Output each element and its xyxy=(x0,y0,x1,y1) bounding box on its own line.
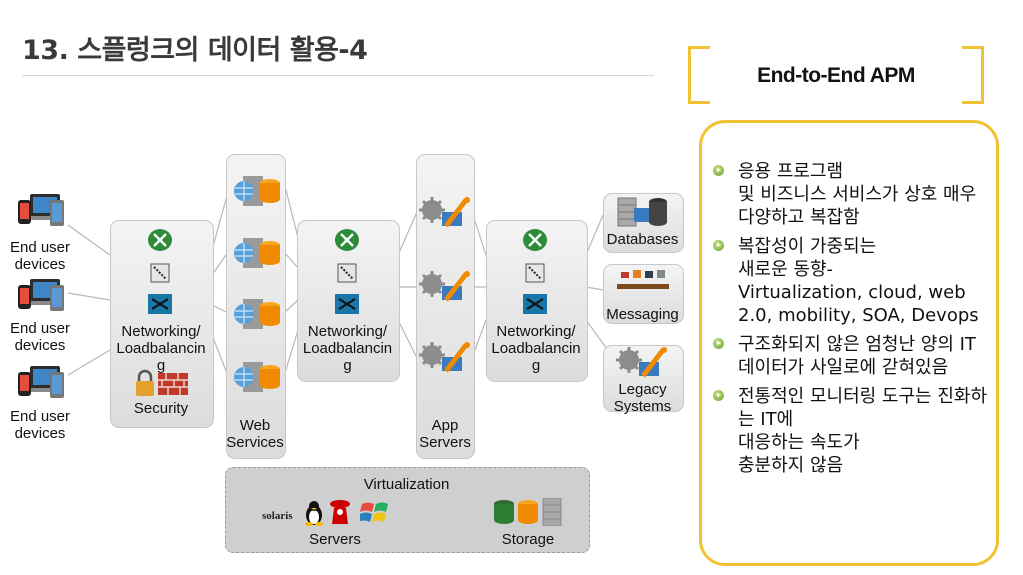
web-server-icon xyxy=(234,176,280,206)
apm-bullet-box xyxy=(699,120,999,566)
bullet-text: 전통적인 모니터링 도구는 진화하는 IT에 대응하는 속도가 충분하지 않음 xyxy=(738,386,988,476)
page-title: 13. 스플렁크의 데이터 활용-4 xyxy=(22,35,368,66)
linux-tux-icon xyxy=(305,501,323,526)
end-user-label: End user devices xyxy=(9,408,71,442)
bullet-item: 응용 프로그램 및 비즈니스 서비스가 상호 매우 다양하고 복잡함 xyxy=(712,160,992,229)
bullet-item: 전통적인 모니터링 도구는 진화하는 IT에 대응하는 속도가 충분하지 않음 xyxy=(712,385,992,477)
web-services-label: Web Services xyxy=(226,417,284,451)
virtualization-label: Virtualization xyxy=(363,476,450,493)
messaging-label: Messaging xyxy=(606,306,679,323)
router-icon xyxy=(523,229,547,251)
end-user-devices-icon xyxy=(18,194,64,226)
bullet-item: 복잡성이 가중되는 새로운 동향- Virtualization, cloud,… xyxy=(712,235,992,327)
switch-icon xyxy=(523,294,547,314)
networking-label: Networking/ Loadbalancin g xyxy=(491,323,581,374)
switch-icon xyxy=(335,294,359,314)
router-icon xyxy=(148,229,172,251)
end-user-devices-icon xyxy=(18,366,64,398)
databases-panel xyxy=(603,193,684,253)
left-bracket-decoration xyxy=(688,46,710,104)
bullet-arrow-icon xyxy=(713,165,724,176)
title-divider xyxy=(22,75,654,76)
switch-icon xyxy=(148,294,172,314)
solaris-logo: solaris xyxy=(262,510,293,522)
servers-label: Servers xyxy=(309,531,361,548)
router-icon xyxy=(335,229,359,251)
app-server-gears-icon xyxy=(419,197,470,228)
bullet-arrow-icon xyxy=(713,240,724,251)
legacy-systems-panel xyxy=(603,345,684,412)
networking-label: Networking/ Loadbalancin g xyxy=(116,323,206,374)
windows-logo-icon xyxy=(360,502,388,522)
security-label: Security xyxy=(133,400,189,417)
redhat-icon xyxy=(330,500,350,524)
right-bracket-decoration xyxy=(962,46,984,104)
firewall-line-icon xyxy=(525,263,545,283)
app-server-gears-icon xyxy=(419,342,470,373)
networking-label: Networking/ Loadbalancin g xyxy=(302,323,393,374)
bullet-item: 구조화되지 않은 엄청난 양의 IT데이터가 사일로에 갇혀있음 xyxy=(712,333,992,379)
storage-label: Storage xyxy=(501,531,555,548)
databases-label: Databases xyxy=(606,231,679,248)
end-user-label: End user devices xyxy=(9,320,71,354)
apm-heading-box: End-to-End APM xyxy=(688,46,984,104)
bullet-arrow-icon xyxy=(713,338,724,349)
web-server-icon xyxy=(234,238,280,268)
apm-heading: End-to-End APM xyxy=(757,64,915,87)
legacy-gears-icon xyxy=(616,347,667,378)
bullet-text: 복잡성이 가중되는 새로운 동향- Virtualization, cloud,… xyxy=(738,236,979,326)
app-server-gears-icon xyxy=(419,271,470,302)
storage-icon xyxy=(494,498,562,526)
firewall-line-icon xyxy=(337,263,357,283)
app-servers-label: App Servers xyxy=(419,417,471,451)
messaging-panel xyxy=(603,264,684,324)
end-user-label: End user devices xyxy=(9,239,71,273)
web-server-icon xyxy=(234,299,280,329)
bullet-arrow-icon xyxy=(713,390,724,401)
messaging-icon xyxy=(617,270,669,289)
firewall-line-icon xyxy=(150,263,170,283)
web-server-icon xyxy=(234,362,280,392)
database-icon xyxy=(617,197,667,227)
apm-bullet-list: 응용 프로그램 및 비즈니스 서비스가 상호 매우 다양하고 복잡함 복잡성이 … xyxy=(712,160,992,483)
legacy-systems-label: Legacy Systems xyxy=(613,381,672,415)
end-user-devices-icon xyxy=(18,279,64,311)
bullet-text: 구조화되지 않은 엄청난 양의 IT데이터가 사일로에 갇혀있음 xyxy=(738,334,976,378)
bullet-text: 응용 프로그램 및 비즈니스 서비스가 상호 매우 다양하고 복잡함 xyxy=(738,161,977,228)
security-lock-icon xyxy=(136,369,188,396)
